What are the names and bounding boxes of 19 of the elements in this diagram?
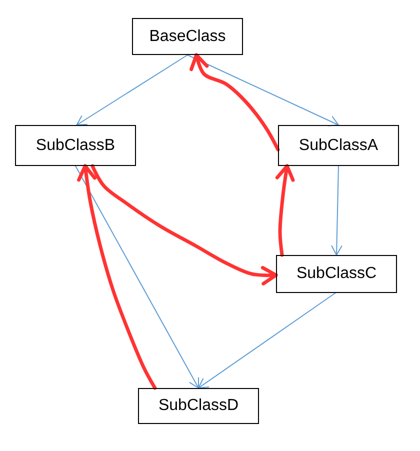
arrow [187, 54, 339, 126]
class-name: BaseClass [149, 28, 226, 46]
class-box [278, 125, 399, 166]
arrow [331, 166, 342, 256]
class-name: SubClassC [296, 265, 377, 283]
class-name: SubClassB [36, 136, 116, 154]
arrow [76, 54, 188, 126]
class-box [132, 18, 243, 55]
arrow [75, 166, 199, 388]
hand-drawn-arrow [275, 164, 295, 257]
hand-drawn-arrow [90, 164, 278, 286]
class-name: SubClassD [158, 397, 239, 415]
hand-drawn-arrow [190, 53, 280, 152]
arrow [198, 292, 336, 388]
class-box [138, 388, 259, 424]
class-box [276, 255, 397, 293]
class-box [15, 125, 136, 166]
class-name: SubClassA [298, 136, 378, 154]
hand-drawn-arrow [77, 164, 157, 390]
